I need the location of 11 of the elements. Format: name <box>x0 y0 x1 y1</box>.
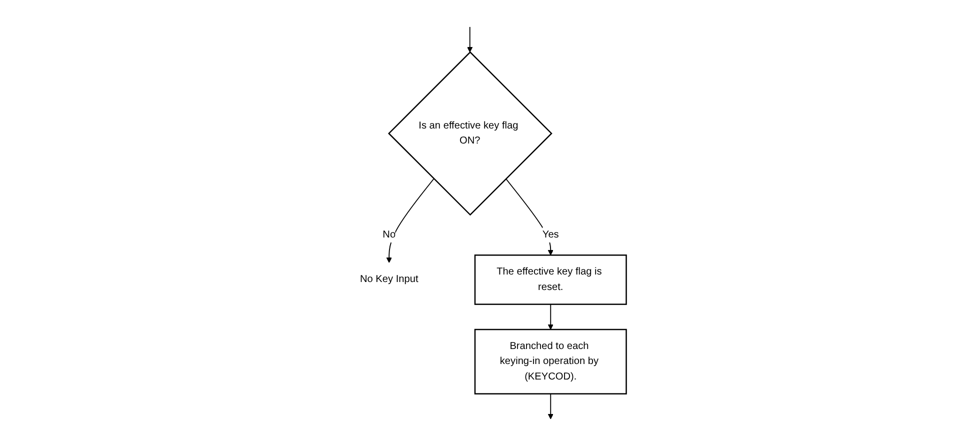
node-text: No Key Input <box>360 274 419 285</box>
arrow <box>548 304 554 330</box>
node-box: The effective key flag is reset. <box>474 254 628 305</box>
arrow <box>386 178 435 263</box>
node-box: Branched to each keying-in operation by (KEYCOD). <box>474 328 628 394</box>
edge-label: Yes <box>542 229 560 240</box>
arrow <box>548 393 554 420</box>
edge-label: No <box>383 229 396 240</box>
node-diamond: Is an effective key flag ON? <box>388 51 553 216</box>
arrow <box>467 26 473 52</box>
arrow <box>506 178 554 256</box>
